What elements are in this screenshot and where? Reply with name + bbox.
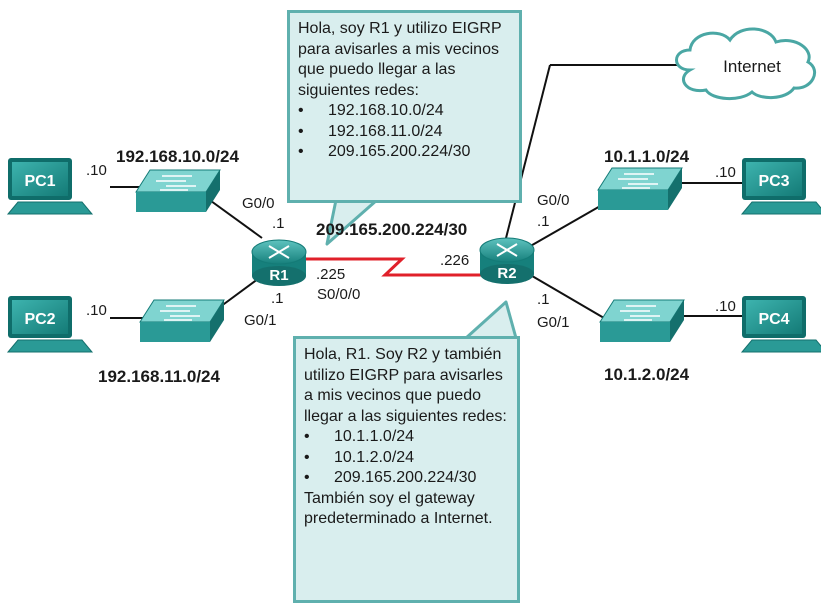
pc2-address: .10: [86, 302, 107, 319]
r1-s000-interface: S0/0/0: [317, 286, 361, 303]
r1-network-item: 192.168.10.0/24: [298, 101, 511, 122]
r2-label: R2: [497, 265, 516, 282]
link-r2-switch3: [526, 204, 603, 249]
switch-2-icon: [139, 299, 225, 342]
serial-link-r1-r2: [296, 257, 491, 277]
pc4-icon: PC4: [740, 296, 821, 353]
internet-label: Internet: [723, 57, 781, 76]
r1-eigrp-message-bubble: Hola, soy R1 y utilizo EIGRP para avisar…: [287, 10, 522, 203]
pc1-label: PC1: [24, 173, 55, 190]
link-r2-switch4: [526, 272, 605, 319]
r1-label: R1: [269, 267, 288, 284]
r1-network-item: 192.168.11.0/24: [298, 122, 511, 143]
r2-network-item: 10.1.2.0/24: [304, 448, 509, 469]
r1-s000-address: .225: [316, 266, 346, 283]
pc2-icon: PC2: [6, 296, 94, 353]
network-label-lan-pc1: 192.168.10.0/24: [116, 147, 239, 166]
r2-wan-address: .226: [440, 252, 470, 269]
link-r2-internet: [504, 64, 551, 243]
network-label-lan-pc4: 10.1.2.0/24: [604, 365, 690, 384]
r1-network-item: 209.165.200.224/30: [298, 142, 511, 163]
r1-g00-interface: G0/0: [242, 195, 275, 212]
pc3-label: PC3: [758, 173, 789, 190]
r1-g01-address: .1: [271, 290, 284, 307]
switch-1-icon: [135, 169, 221, 212]
pc1-icon: PC1: [6, 158, 94, 215]
r1-g00-address: .1: [272, 215, 285, 232]
pc3-icon: PC3: [740, 158, 821, 215]
r1-message-intro: Hola, soy R1 y utilizo EIGRP para avisar…: [298, 20, 502, 99]
r2-network-item: 209.165.200.224/30: [304, 468, 509, 489]
r2-network-item: 10.1.1.0/24: [304, 427, 509, 448]
internet-cloud-icon: Internet: [675, 27, 816, 100]
r1-network-list: 192.168.10.0/24 192.168.11.0/24 209.165.…: [298, 101, 511, 163]
switch-3-icon: [597, 167, 683, 210]
pc2-label: PC2: [24, 311, 55, 328]
network-label-wan: 209.165.200.224/30: [316, 220, 468, 239]
switch-4-icon: [599, 299, 685, 342]
r2-network-list: 10.1.1.0/24 10.1.2.0/24 209.165.200.224/…: [304, 427, 509, 489]
pc1-address: .10: [86, 162, 107, 179]
router-r1-icon: R1: [251, 239, 307, 286]
r2-bubble-tail: [464, 300, 518, 340]
network-label-lan-pc2: 192.168.11.0/24: [98, 367, 220, 386]
r2-g00-address: .1: [537, 213, 550, 230]
network-label-lan-pc3: 10.1.1.0/24: [604, 147, 690, 166]
r2-message-intro: Hola, R1. Soy R2 y también utilizo EIGRP…: [304, 346, 507, 425]
r2-g01-address: .1: [537, 291, 550, 308]
pc4-address: .10: [715, 298, 736, 315]
router-r2-icon: R2: [479, 237, 535, 284]
r2-message-outro: También soy el gateway predeterminado a …: [304, 489, 493, 528]
r2-eigrp-message-bubble: Hola, R1. Soy R2 y también utilizo EIGRP…: [293, 336, 520, 603]
r2-g01-interface: G0/1: [537, 314, 570, 331]
pc3-address: .10: [715, 164, 736, 181]
r2-g00-interface: G0/0: [537, 192, 570, 209]
pc4-label: PC4: [758, 311, 789, 328]
r1-g01-interface: G0/1: [244, 312, 277, 329]
